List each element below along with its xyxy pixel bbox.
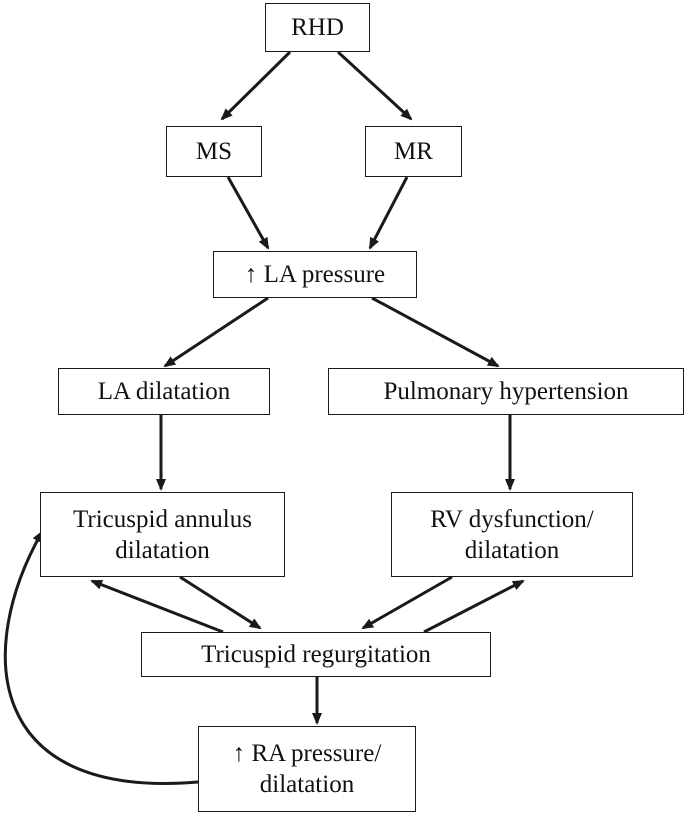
arrow-rhd-to-ms [220,50,292,121]
node-rv-dysfunction-dilatation: RV dysfunction/ dilatation [391,492,633,577]
node-la-dilatation: LA dilatation [58,368,270,415]
node-mr: MR [365,126,462,177]
node-pulmonary-hypertension: Pulmonary hypertension [328,368,684,415]
arrow-la-pressure-to-pulmonary-hypertension [371,296,500,368]
arrow-mr-to-la-pressure [368,176,409,250]
arrow-rv-dysfunction-to-tr [361,575,453,630]
arrow-tricuspid-annulus-to-tr [179,575,262,630]
node-ms: MS [166,126,262,177]
node-rhd: RHD [265,3,370,52]
arrow-ms-to-la-pressure [226,176,270,250]
arrow-tr-to-tricuspid-annulus [90,579,224,634]
arrow-ra-pressure-feedback-to-tricuspid-annulus [3,530,199,785]
node-tricuspid-regurgitation: Tricuspid regurgitation [141,632,491,677]
arrow-la-pressure-to-la-dilatation [163,296,269,368]
arrow-tr-to-rv-dysfunction [423,579,525,634]
node-ra-pressure-dilatation: ↑ RA pressure/ dilatation [198,726,416,812]
node-la-pressure: ↑ LA pressure [213,251,417,298]
arrow-rhd-to-mr [336,50,413,121]
node-tricuspid-annulus-dilatation: Tricuspid annulus dilatation [40,492,285,577]
